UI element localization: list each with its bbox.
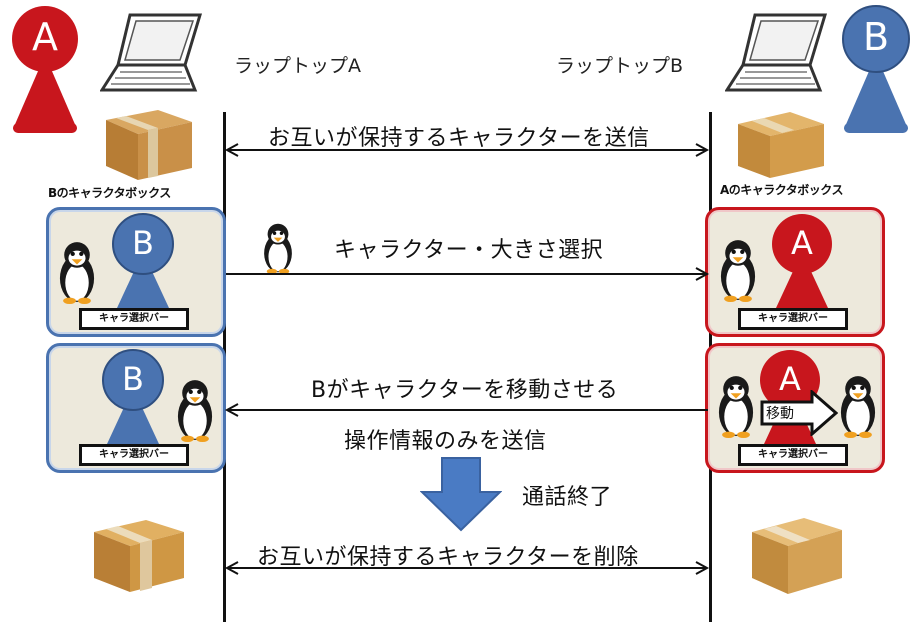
box-a-label: Aのキャラクタボックス xyxy=(720,183,843,197)
selector-bar[interactable]: キャラ選択バー xyxy=(79,308,189,330)
panel-b-letter: B xyxy=(122,360,144,398)
person-a-icon: A xyxy=(5,5,85,135)
panel-a-letter: A xyxy=(779,360,801,398)
panel-b-letter: B xyxy=(132,224,154,262)
laptop-b-icon xyxy=(724,10,835,114)
laptop-a-icon xyxy=(99,10,210,104)
laptop-a-label: ラップトップA xyxy=(234,55,361,77)
person-b-figure-icon xyxy=(102,349,164,444)
penguin-icon xyxy=(55,240,99,304)
select-character-arrow xyxy=(226,267,710,281)
box-b-icon xyxy=(98,110,198,186)
person-a-figure-icon xyxy=(772,214,832,308)
b-box-panel-2: B キャラ選択バー xyxy=(46,343,226,473)
delete-characters-text: お互いが保持するキャラクターを削除 xyxy=(257,545,639,570)
person-a-letter: A xyxy=(32,15,58,59)
send-characters-text: お互いが保持するキャラクターを送信 xyxy=(268,126,650,151)
send-operation-text: 操作情報のみを送信 xyxy=(344,429,547,454)
panel-a-letter: A xyxy=(791,224,813,262)
selector-bar[interactable]: キャラ選択バー xyxy=(738,308,848,330)
person-b-icon: B xyxy=(836,5,916,135)
move-label: 移動 xyxy=(766,406,794,422)
penguin-icon xyxy=(836,374,880,438)
box-a-icon xyxy=(730,110,830,186)
person-b-figure-icon xyxy=(112,213,174,308)
penguin-icon xyxy=(716,238,760,302)
penguin-icon xyxy=(714,374,758,438)
move-arrow-icon xyxy=(760,390,838,436)
call-end-text: 通話終了 xyxy=(522,485,613,510)
down-arrow-icon xyxy=(420,457,502,532)
send-characters-arrow xyxy=(224,143,710,157)
b-box-panel-1: B キャラ選択バー xyxy=(46,207,226,337)
b-moves-text: Bがキャラクターを移動させる xyxy=(311,378,619,403)
penguin-icon xyxy=(173,378,217,442)
laptop-b-label: ラップトップB xyxy=(556,55,684,77)
a-box-panel-2: A 移動 キャラ選択バー xyxy=(705,343,885,473)
box-b-bottom-icon xyxy=(86,516,190,600)
b-moves-arrow xyxy=(224,403,708,417)
selector-bar[interactable]: キャラ選択バー xyxy=(738,444,848,466)
person-b-letter: B xyxy=(862,15,890,59)
a-box-panel-1: A キャラ選択バー xyxy=(705,207,885,337)
box-b-label: Bのキャラクタボックス xyxy=(48,186,171,200)
selector-bar[interactable]: キャラ選択バー xyxy=(79,444,189,466)
delete-characters-arrow xyxy=(224,561,710,575)
box-a-bottom-icon xyxy=(746,514,846,602)
select-character-text: キャラクター・大きさ選択 xyxy=(334,238,604,263)
